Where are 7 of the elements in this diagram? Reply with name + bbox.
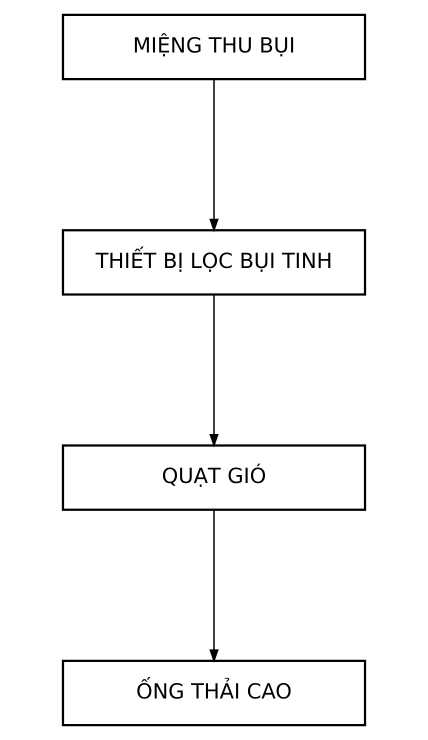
node-box: MIỆNG THU BỤI — [62, 14, 366, 80]
arrow — [209, 294, 219, 448]
node-box: ỐNG THẢI CAO — [62, 660, 366, 726]
arrow — [209, 510, 219, 663]
arrow — [209, 79, 219, 232]
node-box: QUẠT GIÓ — [62, 444, 366, 511]
node-box: THIẾT BỊ LỌC BỤI TINH — [62, 229, 366, 296]
